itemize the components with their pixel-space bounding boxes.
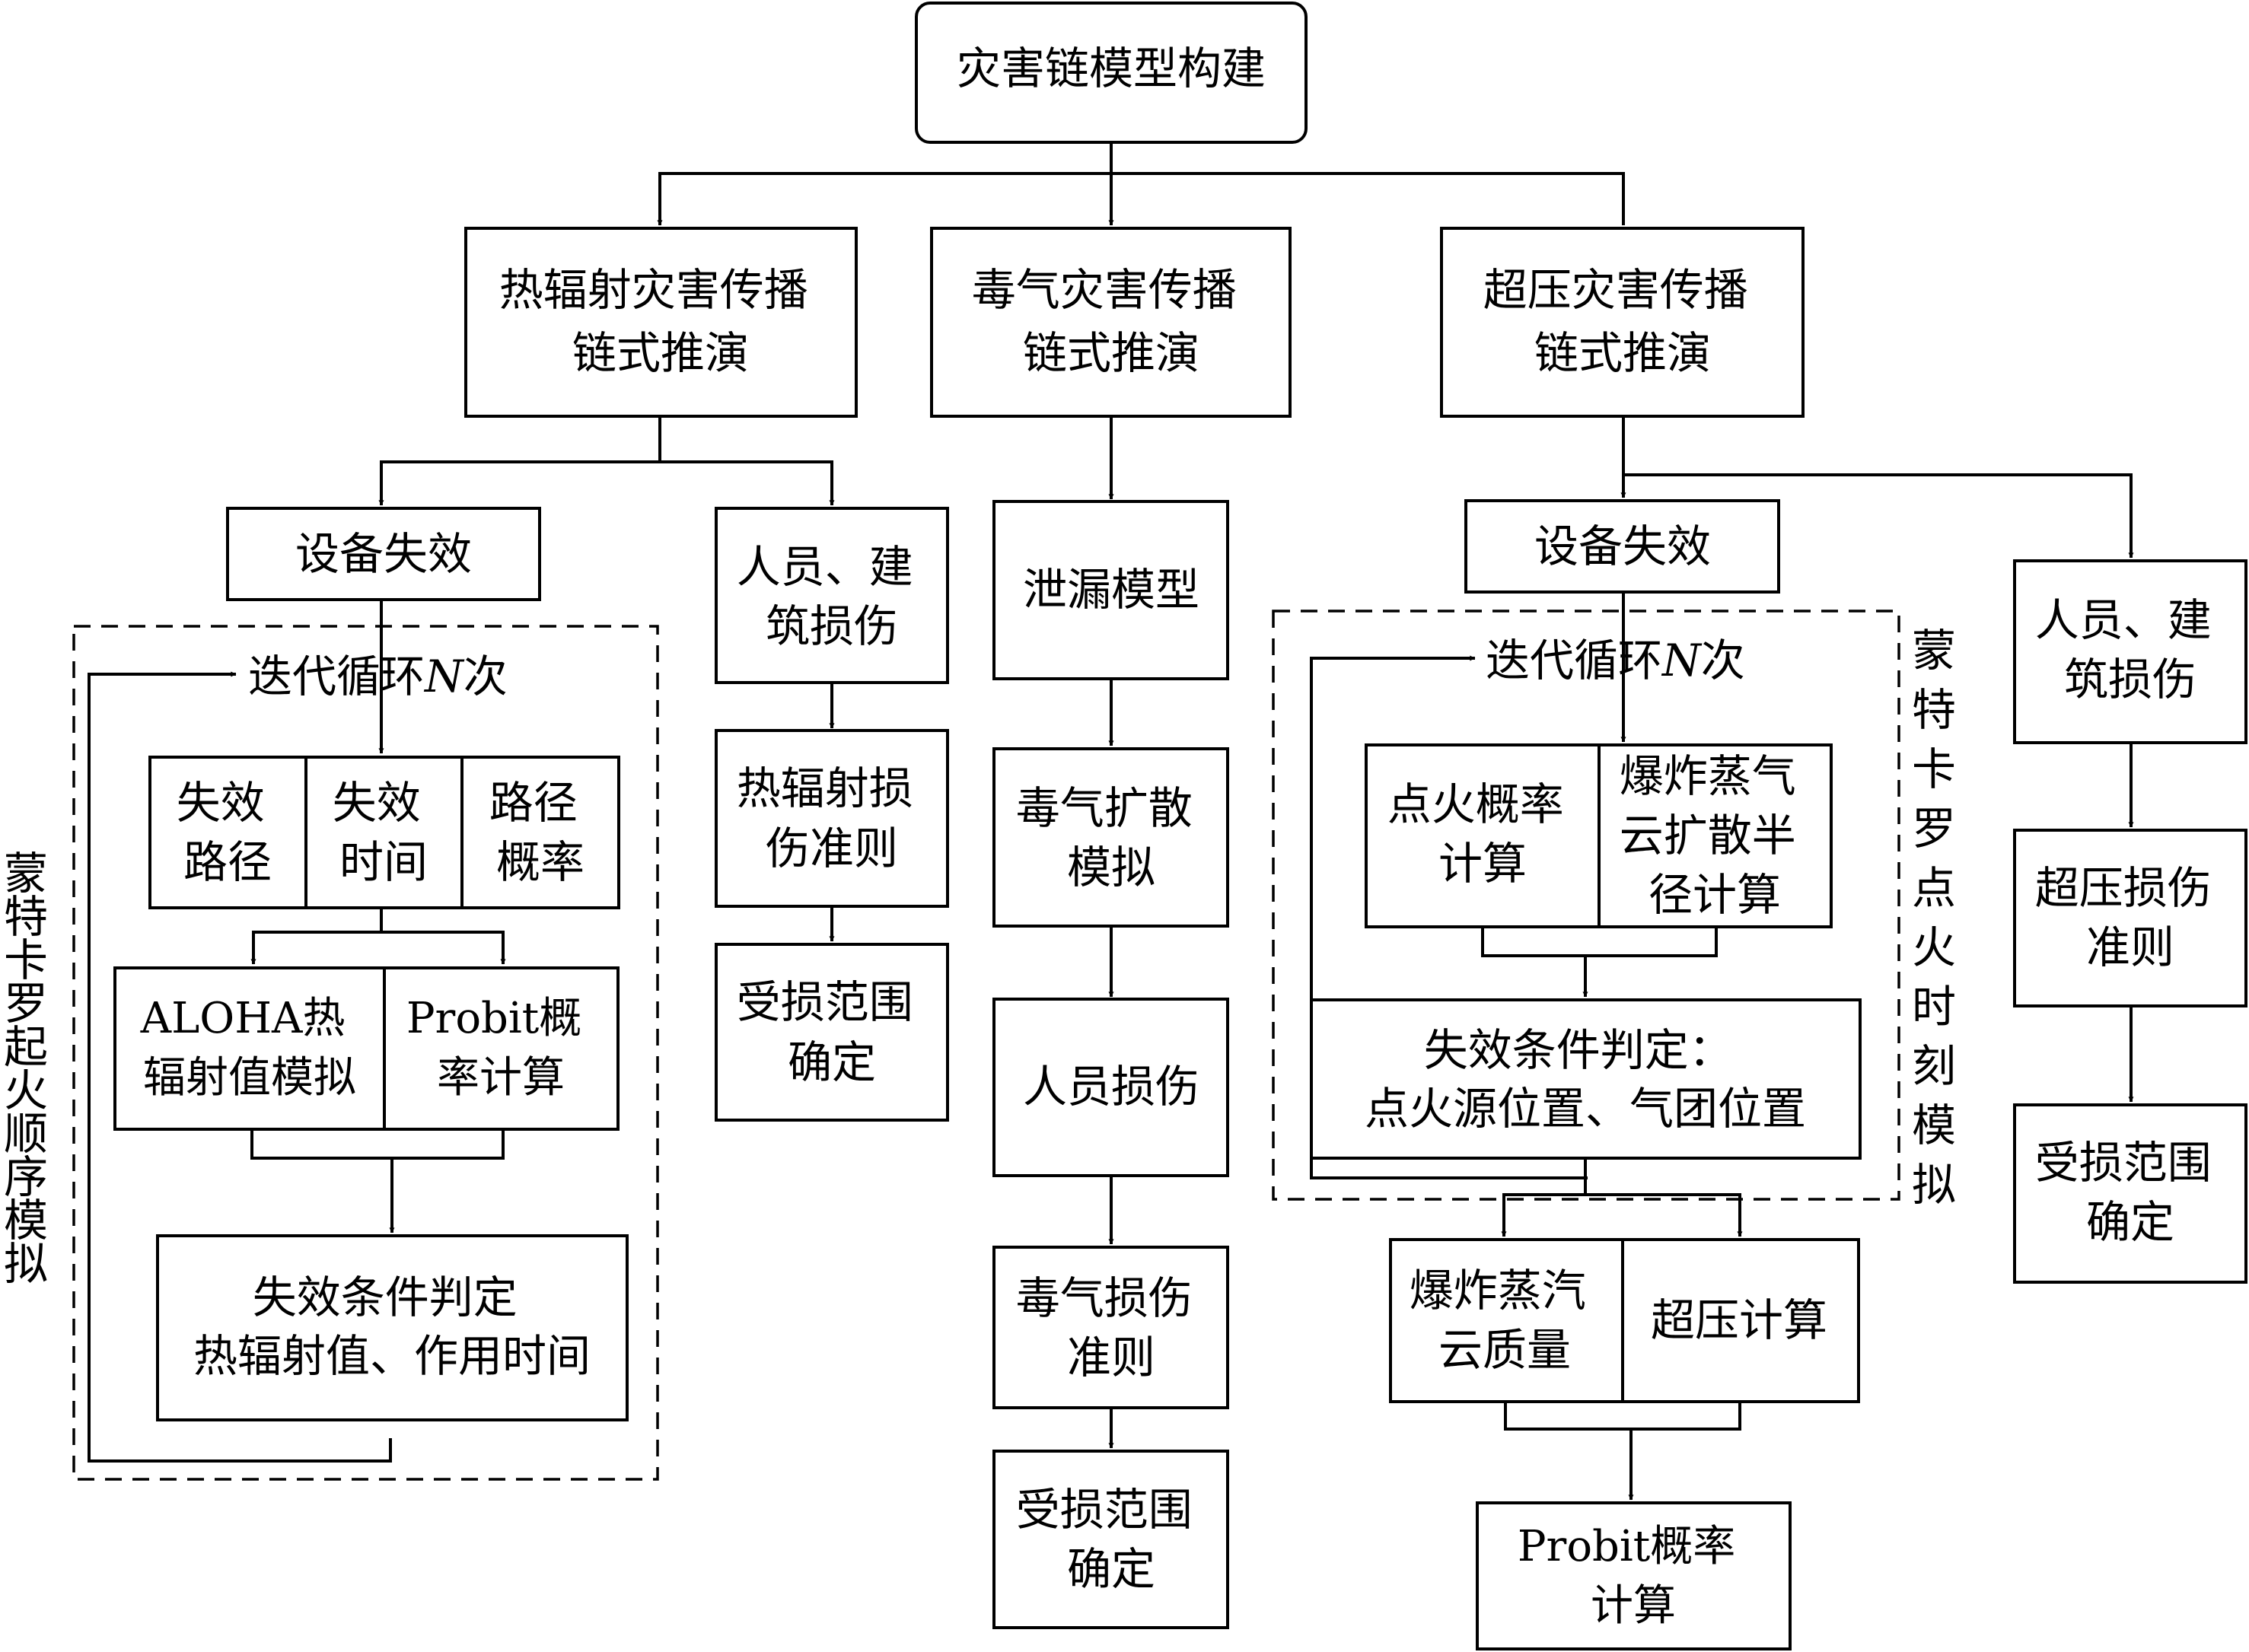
thermal-equipment-failure-box: 设备失效 (226, 507, 541, 601)
thermal-params-box: 失效 路径 失效 时间 路径 概率 (148, 756, 620, 909)
root-node: 灾害链模型构建 (915, 2, 1308, 144)
toxic-damage-range-label: 受损范围 确定 (1016, 1484, 1206, 1595)
thermal-aloha-simulation: ALOHA热 辐射值模拟 (140, 994, 359, 1103)
overpressure-title-line1: 超压灾害传播 (1483, 264, 1748, 316)
svg-text:热辐射灾害传播 链式推演: 热辐射灾害传播 链式推演 (499, 264, 822, 379)
thermal-title-line2: 链式推演 (572, 327, 749, 379)
overpressure-probit-box: Probit概率 计算 (1476, 1501, 1792, 1650)
overpressure-iteration-label: 迭代循环N次 (1486, 635, 1745, 686)
overpressure-condition-box: 失效条件判定： 点火源位置、气团位置 (1310, 998, 1862, 1160)
thermal-param-path-probability: 路径 概率 (489, 777, 591, 888)
svg-text:超压灾害传播 链式推演: 超压灾害传播 链式推演 (1483, 264, 1762, 379)
thermal-people-building-damage-box: 人员、建 筑损伤 (715, 507, 949, 684)
toxic-dispersion-simulation-box: 毒气扩散 模拟 (992, 747, 1229, 928)
overpressure-calculation: 超压计算 (1651, 1294, 1827, 1346)
overpressure-equipment-failure-box: 设备失效 (1464, 499, 1780, 594)
overpressure-people-building-damage-label: 人员、建 筑损伤 (2035, 594, 2225, 705)
thermal-iteration-label: 迭代循环N次 (248, 651, 508, 702)
thermal-param-failure-path: 失效 路径 (177, 777, 279, 888)
overpressure-people-building-damage-box: 人员、建 筑损伤 (2013, 559, 2247, 744)
toxic-damage-criterion-box: 毒气损伤 准则 (992, 1246, 1229, 1409)
thermal-condition-label: 失效条件判定 热辐射值、作用时间 (193, 1272, 591, 1382)
overpressure-equipment-failure-label: 设备失效 (1534, 520, 1711, 572)
thermal-damage-criterion-label: 热辐射损 伤准则 (737, 762, 927, 874)
thermal-monte-carlo-label: 蒙特卡罗起火顺序模拟 (4, 848, 48, 1290)
overpressure-condition-label: 失效条件判定： 点火源位置、气团位置 (1365, 1024, 1806, 1135)
toxic-dispersion-simulation-label: 毒气扩散 模拟 (1016, 782, 1206, 893)
thermal-calc-box: ALOHA热 辐射值模拟 Probit概 率计算 (113, 966, 620, 1131)
thermal-probit-calculation: Probit概 率计算 (406, 994, 595, 1103)
overpressure-ignition-probability: 点火概率 计算 (1387, 778, 1578, 890)
thermal-damage-range-box: 受损范围 确定 (715, 943, 949, 1122)
overpressure-calc1-box: 点火概率 计算 爆炸蒸气 云扩散半 径计算 (1365, 743, 1833, 928)
thermal-monte-carlo-region (72, 625, 659, 1481)
connector-lines (88, 142, 2134, 1501)
toxic-branch-header: 毒气灾害传播 链式推演 (930, 227, 1292, 418)
toxic-title-line2: 链式推演 (1023, 327, 1199, 379)
overpressure-damage-range-box: 受损范围 确定 (2013, 1103, 2247, 1284)
toxic-damage-range-box: 受损范围 确定 (992, 1450, 1229, 1629)
overpressure-damage-criterion-box: 超压损伤 准则 (2013, 829, 2247, 1007)
thermal-condition-box: 失效条件判定 热辐射值、作用时间 (156, 1234, 629, 1421)
root-label: 灾害链模型构建 (957, 43, 1266, 94)
thermal-title-line1: 热辐射灾害传播 (499, 264, 808, 316)
overpressure-cloud-mass: 爆炸蒸汽 云质量 (1410, 1265, 1600, 1376)
thermal-equipment-failure-label: 设备失效 (295, 528, 472, 580)
thermal-people-building-damage-label: 人员、建 筑损伤 (737, 541, 927, 652)
toxic-personnel-injury-box: 人员损伤 (992, 998, 1229, 1177)
thermal-param-failure-time: 失效 时间 (333, 777, 435, 888)
thermal-damage-range-label: 受损范围 确定 (737, 976, 927, 1088)
overpressure-branch-header: 超压灾害传播 链式推演 (1440, 227, 1805, 418)
toxic-damage-criterion-label: 毒气损伤 准则 (1016, 1272, 1206, 1383)
overpressure-monte-carlo-label: 蒙特卡罗点火时刻模拟 (1912, 625, 1956, 1211)
svg-text:毒气灾害传播 链式推演: 毒气灾害传播 链式推演 (972, 264, 1250, 379)
toxic-leak-model-box: 泄漏模型 (992, 500, 1229, 680)
toxic-title-line1: 毒气灾害传播 (972, 264, 1237, 316)
thermal-damage-criterion-box: 热辐射损 伤准则 (715, 729, 949, 908)
overpressure-title-line2: 链式推演 (1534, 327, 1711, 379)
overpressure-damage-criterion-label: 超压损伤 准则 (2035, 862, 2225, 973)
overpressure-cloud-radius: 爆炸蒸气 云扩散半 径计算 (1620, 750, 1810, 921)
overpressure-monte-carlo-region (1272, 610, 1900, 1201)
toxic-leak-model-label: 泄漏模型 (1023, 564, 1199, 616)
toxic-personnel-injury-label: 人员损伤 (1023, 1061, 1199, 1112)
thermal-branch-header: 热辐射灾害传播 链式推演 (464, 227, 858, 418)
overpressure-damage-range-label: 受损范围 确定 (2035, 1137, 2225, 1248)
overpressure-calc2-box: 爆炸蒸汽 云质量 超压计算 (1389, 1238, 1860, 1403)
overpressure-probit-label: Probit概率 计算 (1518, 1522, 1749, 1631)
